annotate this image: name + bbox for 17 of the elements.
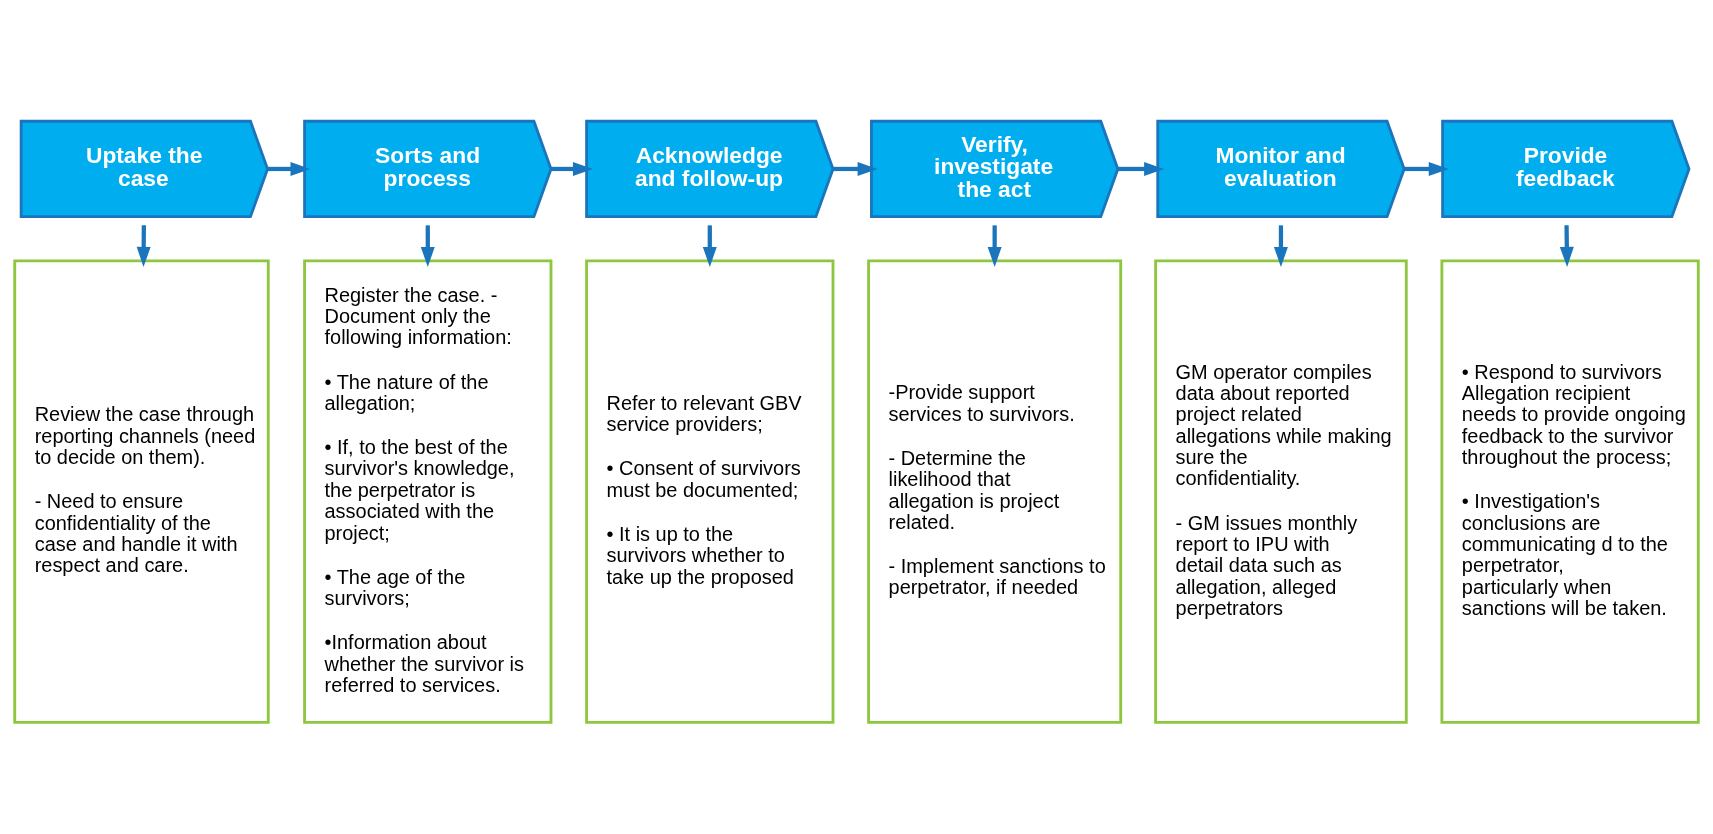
node-box: -Provide support services to survivors. - Determine the likelihood that allegation is project related. - Implement sanctions to perpetrator, if needed (867, 258, 1123, 724)
arrow (420, 224, 435, 267)
arrow (136, 224, 151, 267)
arrow (1404, 161, 1449, 176)
arrow (702, 224, 717, 267)
arrow (267, 161, 311, 176)
node-box: GM operator compiles data about reported project related allegations while making sure the confidentiality. - GM issues monthly report to IPU with detail data such as allegation, alleged perpetrators (1154, 258, 1408, 724)
node-box: Register the case. - Document only the following information: • The nature of the allegation; • If, to the best of the survivor's knowledge, the perpetrator is associated with the project; • The age of the survivors; •Information about whether the survivor is referred to services. (303, 258, 553, 724)
arrow (1273, 224, 1288, 267)
arrow (987, 224, 1002, 267)
arrow (551, 161, 593, 176)
arrow (1118, 161, 1165, 176)
node-box: • Respond to survivors Allegation recipient needs to provide ongoing feedback to the survivor throughout the process; • Investigation's conclusions are communicating d to the perpetrator, particularly when sanctions will be taken. (1440, 258, 1700, 724)
node-box: Review the case through reporting channels (need to decide on them). - Need to ensure confidentiality of the case and handle it with respect and care. (13, 258, 270, 724)
arrow (1559, 224, 1574, 267)
arrow (833, 161, 878, 176)
node-box: Refer to relevant GBV service providers; • Consent of survivors must be documented; • It is up to the survivors whether to take up the proposed (585, 258, 835, 724)
